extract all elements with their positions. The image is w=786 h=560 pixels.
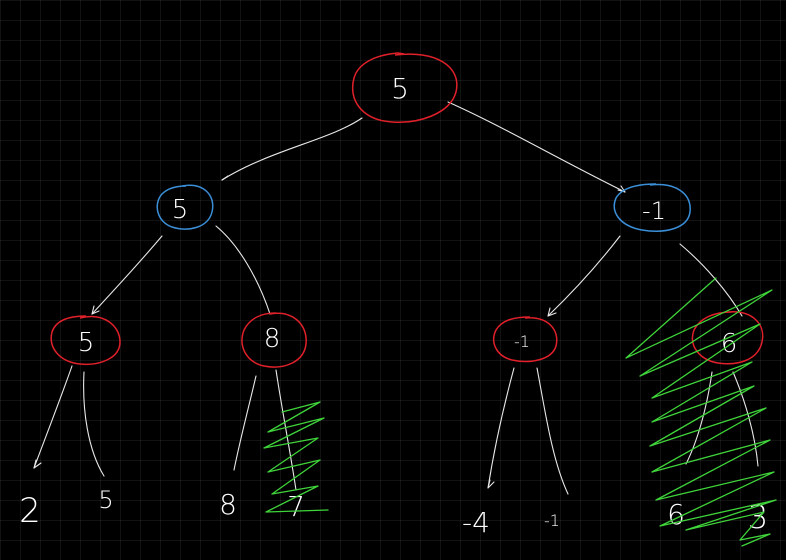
level2-node-1-value: 5 <box>78 328 95 358</box>
edge-l2d-leaf7 <box>685 371 713 465</box>
leaf-6-value: -1 <box>544 511 560 530</box>
edge-root-left <box>221 117 363 181</box>
level2-node-2-ring <box>241 312 307 368</box>
edge-l2a-leaf1 <box>33 365 73 469</box>
edge-l2a-leaf2 <box>83 371 105 477</box>
level1-node-right-value: -1 <box>642 197 666 225</box>
leaf-3-value: 8 <box>219 488 237 521</box>
level1-node-left-value: 5 <box>172 195 189 225</box>
level2-node-3-ring <box>492 316 558 363</box>
edge-l1b-l2c-arrowhead <box>547 307 557 317</box>
root-node-value: 5 <box>391 72 409 105</box>
leaf-7-value: 6 <box>667 498 685 531</box>
root-node-ring <box>351 52 458 123</box>
edge-l1a-l2a <box>91 235 163 315</box>
edge-l2c-leaf5-arrowhead <box>487 479 495 489</box>
edge-l1a-l2a-arrowhead <box>91 305 100 315</box>
edge-root-right <box>447 101 626 193</box>
edge-l1a-l2b <box>215 225 271 315</box>
edge-l2b-leaf4 <box>275 369 297 491</box>
level1-node-left-ring <box>156 184 214 230</box>
edge-l2a-leaf1-arrowhead <box>33 459 42 469</box>
edge-l2c-leaf5 <box>487 367 515 489</box>
level2-node-2-value: 8 <box>264 324 281 354</box>
edge-l2b-leaf3 <box>233 375 257 471</box>
level2-node-1-ring <box>50 315 121 366</box>
pruned-scribble-leaf-7 <box>263 401 329 513</box>
level1-node-right-ring <box>613 183 691 232</box>
leaf-4-value: 7 <box>287 490 305 523</box>
leaf-2-value: 5 <box>98 486 113 514</box>
leaf-1-value: 2 <box>19 491 41 531</box>
edge-root-right-arrowhead <box>617 185 626 193</box>
level2-node-4-value: 6 <box>721 329 738 359</box>
leaf-5-value: -4 <box>462 506 490 539</box>
level2-node-3-value: -1 <box>514 332 530 351</box>
edge-l2c-leaf6 <box>536 367 569 495</box>
pruned-scribble-subtree-6 <box>625 277 777 547</box>
edge-root-left-arrowhead <box>221 175 229 181</box>
level2-node-4-ring <box>691 311 764 365</box>
edge-l1b-l2d <box>679 243 743 317</box>
edge-l1b-l2c <box>547 235 621 317</box>
